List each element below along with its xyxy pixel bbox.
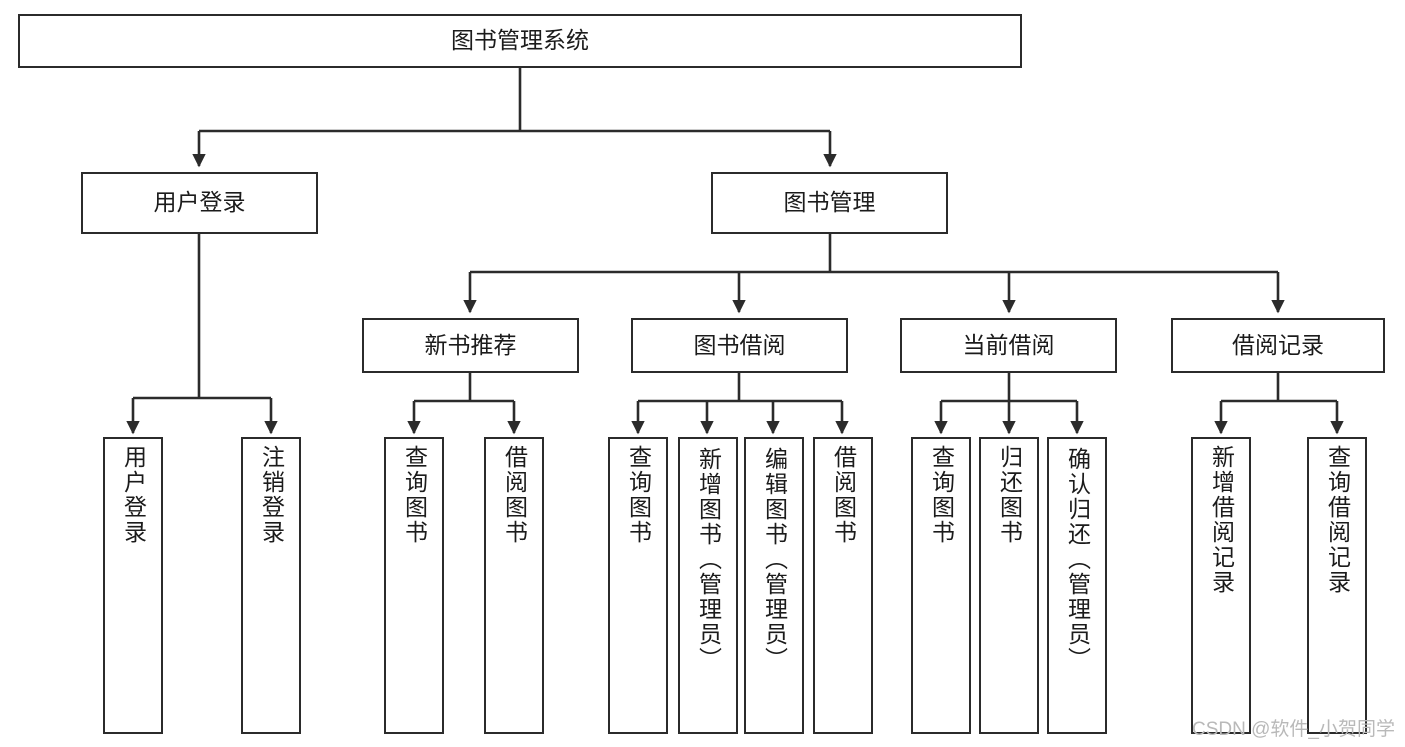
csdn-watermark: CSDN @软件_小贺同学 bbox=[1192, 719, 1395, 740]
node-label: 当前借阅 bbox=[962, 331, 1055, 358]
node-leaf-query-borrow-record[interactable]: 查询借阅记录 bbox=[1307, 437, 1367, 734]
node-label: 确认归还（管理员） bbox=[1064, 447, 1091, 672]
node-label: 查询图书 bbox=[401, 445, 428, 545]
node-label: 归还图书 bbox=[996, 445, 1023, 545]
node-book-borrow[interactable]: 图书借阅 bbox=[631, 318, 848, 373]
node-label: 图书管理系统 bbox=[451, 27, 589, 54]
node-leaf-confirm-return[interactable]: 确认归还（管理员） bbox=[1047, 437, 1107, 734]
node-label: 借阅记录 bbox=[1232, 331, 1324, 358]
node-leaf-query-book-borrow[interactable]: 查询图书 bbox=[608, 437, 668, 734]
node-leaf-borrow-book[interactable]: 借阅图书 bbox=[813, 437, 873, 734]
node-label: 用户登录 bbox=[153, 189, 246, 216]
node-root-system[interactable]: 图书管理系统 bbox=[18, 14, 1022, 68]
node-label: 查询图书 bbox=[625, 445, 652, 545]
node-leaf-edit-book[interactable]: 编辑图书（管理员） bbox=[744, 437, 804, 734]
node-label: 新增借阅记录 bbox=[1208, 445, 1235, 595]
node-label: 借阅图书 bbox=[830, 445, 857, 545]
node-label: 借阅图书 bbox=[501, 445, 528, 545]
node-label: 图书借阅 bbox=[693, 331, 786, 358]
node-label: 查询图书 bbox=[928, 445, 955, 545]
node-leaf-add-book[interactable]: 新增图书（管理员） bbox=[678, 437, 738, 734]
node-leaf-add-borrow-record[interactable]: 新增借阅记录 bbox=[1191, 437, 1251, 734]
node-leaf-user-logout[interactable]: 注销登录 bbox=[241, 437, 301, 734]
node-leaf-query-book-recommend[interactable]: 查询图书 bbox=[384, 437, 444, 734]
node-leaf-query-book-current[interactable]: 查询图书 bbox=[911, 437, 971, 734]
node-leaf-return-book[interactable]: 归还图书 bbox=[979, 437, 1039, 734]
node-label: 新增图书（管理员） bbox=[695, 447, 722, 672]
node-label: 新书推荐 bbox=[424, 331, 517, 358]
node-new-book-recommend[interactable]: 新书推荐 bbox=[362, 318, 579, 373]
node-leaf-user-login[interactable]: 用户登录 bbox=[103, 437, 163, 734]
node-label: 注销登录 bbox=[258, 445, 285, 545]
node-borrow-record[interactable]: 借阅记录 bbox=[1171, 318, 1385, 373]
node-user-login[interactable]: 用户登录 bbox=[81, 172, 318, 234]
node-label: 用户登录 bbox=[120, 445, 147, 545]
node-label: 图书管理 bbox=[783, 189, 876, 216]
node-current-borrow[interactable]: 当前借阅 bbox=[900, 318, 1117, 373]
node-book-management[interactable]: 图书管理 bbox=[711, 172, 948, 234]
node-label: 查询借阅记录 bbox=[1324, 445, 1351, 595]
node-label: 编辑图书（管理员） bbox=[761, 447, 788, 672]
node-leaf-borrow-book-recommend[interactable]: 借阅图书 bbox=[484, 437, 544, 734]
